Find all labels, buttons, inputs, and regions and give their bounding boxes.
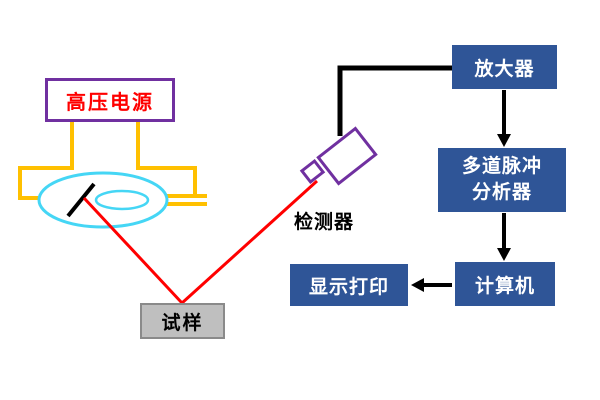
xray-tube-target: [66, 182, 96, 218]
hv-wire-left: [18, 122, 74, 200]
amplifier-label: 放大器: [474, 58, 535, 80]
computer-label: 计算机: [474, 275, 535, 297]
sample-label: 试样: [161, 312, 204, 334]
computer-box: 计算机: [455, 262, 555, 306]
display-print-box: 显示打印: [290, 264, 408, 306]
primary-beam-line: [82, 196, 184, 305]
multichannel-pulse-analyzer-box: 多道脉冲 分析器: [438, 148, 566, 212]
hv-wire-right: [136, 122, 197, 196]
analyzer-label-line2: 分析器: [471, 182, 532, 203]
high-voltage-power-supply-label: 高压电源: [66, 91, 154, 114]
display-print-label: 显示打印: [308, 276, 389, 298]
analyzer-label-line1: 多道脉冲: [461, 156, 542, 178]
fluorescence-beam-line: [180, 179, 319, 305]
high-voltage-power-supply-box: 高压电源: [45, 78, 175, 122]
detector-label: 检测器: [294, 212, 355, 233]
arrowhead-analyzer-to-computer: [497, 248, 511, 261]
amplifier-box: 放大器: [452, 45, 557, 89]
detector-signal-cable: [337, 65, 452, 136]
arrowhead-amplifier-to-analyzer: [497, 134, 511, 147]
arrowhead-computer-to-display: [411, 278, 424, 292]
xray-tube-filament: [94, 189, 150, 211]
sample-box: 试样: [140, 303, 225, 339]
